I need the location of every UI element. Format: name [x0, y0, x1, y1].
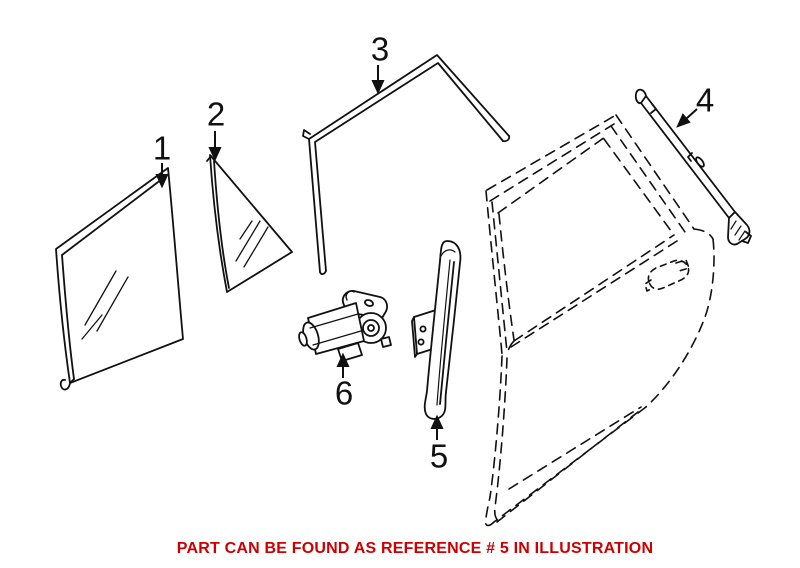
part-3-run-channel-drawing — [302, 54, 511, 276]
callout-arrow-5 — [430, 414, 444, 440]
callout-label-6: 6 — [334, 374, 354, 412]
callout-arrow-6 — [336, 352, 350, 378]
door-panel-drawing — [484, 114, 715, 527]
callout-label-5: 5 — [429, 437, 449, 475]
part-6-window-motor-drawing — [298, 290, 392, 362]
callout-arrow-1 — [155, 163, 169, 189]
part-2-quarter-glass-drawing — [206, 154, 293, 293]
callout-label-3: 3 — [370, 30, 390, 68]
callout-label-4: 4 — [695, 81, 715, 119]
part-5-guide-rail-drawing — [411, 240, 462, 420]
callout-arrows — [155, 65, 698, 440]
callout-arrow-3 — [371, 65, 385, 95]
callout-arrow-2 — [208, 131, 222, 162]
part-1-door-glass-drawing — [55, 167, 184, 391]
callout-arrow-4 — [676, 108, 698, 128]
caption-text: PART CAN BE FOUND AS REFERENCE # 5 IN IL… — [176, 540, 654, 557]
callout-label-2: 2 — [206, 95, 226, 133]
callout-label-1: 1 — [152, 129, 172, 167]
part-4-guide-trim-drawing — [634, 88, 752, 246]
